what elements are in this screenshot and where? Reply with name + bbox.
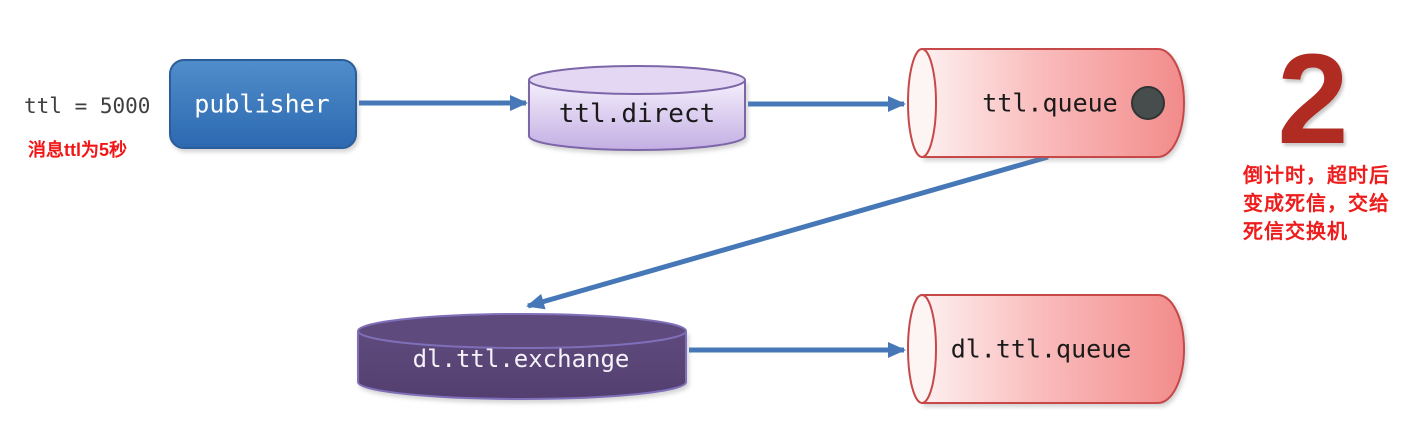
step-note-line: 倒计时，超时后 xyxy=(1243,165,1390,187)
message-dot-icon xyxy=(1131,86,1165,120)
dl-ttl-queue-face xyxy=(907,294,937,404)
arrows xyxy=(359,95,1049,358)
ttl-direct-top xyxy=(528,65,746,95)
dl-ttl-exchange-body xyxy=(357,331,687,400)
step-note-line: 变成死信，交给 xyxy=(1243,193,1390,215)
dl-ttl-queue-label: dl.ttl.queue xyxy=(950,334,1132,364)
publisher-label: publisher xyxy=(194,89,330,119)
ttl-queue-node xyxy=(907,48,1185,158)
dl-ttl-exchange-top xyxy=(357,313,687,349)
dl-ttl-exchange-node xyxy=(357,313,687,400)
ttl-direct-body xyxy=(528,80,746,151)
ttl-code-label: ttl = 5000 xyxy=(24,94,151,118)
ttl-direct-exchange-node xyxy=(528,65,746,151)
ttl-direct-label: ttl.direct xyxy=(558,99,716,129)
dl-ttl-queue-node xyxy=(907,294,1185,404)
ttl-queue-face xyxy=(907,48,937,158)
arrow-ttl-queue-to-dl-exchange xyxy=(526,154,1049,310)
step-number: 2 xyxy=(1277,28,1349,171)
publisher-node xyxy=(169,59,357,149)
ttl-queue-label: ttl.queue xyxy=(982,88,1118,118)
ttl-caption-label: 消息ttl为5秒 xyxy=(28,140,127,160)
ttl-queue-body xyxy=(921,48,1185,158)
step-note: 倒计时，超时后 变成死信，交给 死信交换机 xyxy=(1243,162,1406,246)
dl-ttl-queue-body xyxy=(921,294,1185,404)
step-note-line: 死信交换机 xyxy=(1243,221,1348,243)
dl-ttl-exchange-label: dl.ttl.exchange xyxy=(412,345,630,373)
